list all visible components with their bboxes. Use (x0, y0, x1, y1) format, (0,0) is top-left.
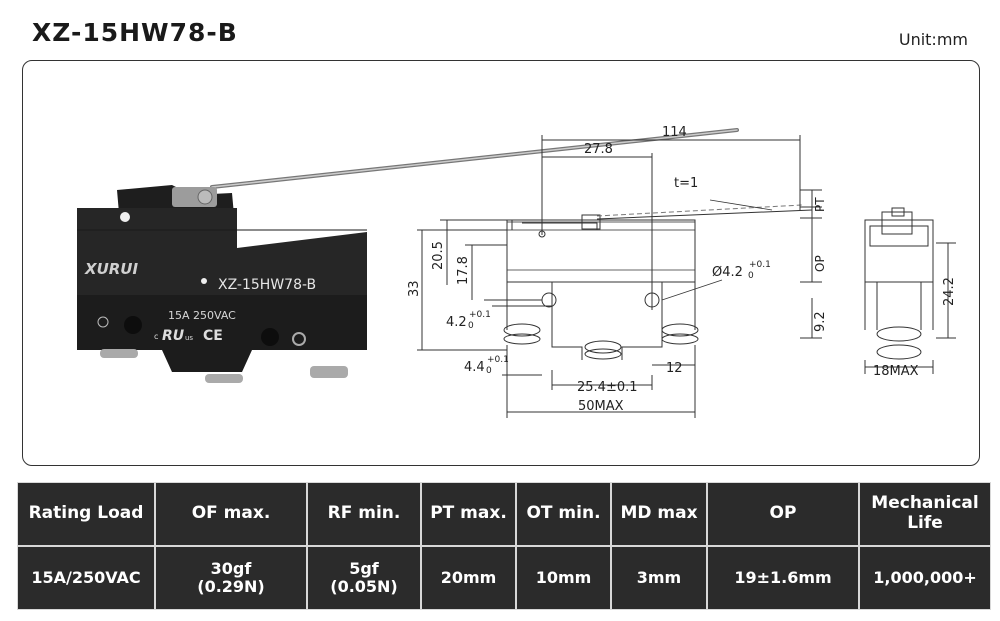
dim-lever-offset: 27.8 (584, 142, 613, 157)
value-of-max: 30gf (0.29N) (155, 546, 307, 610)
value-rating-load: 15A/250VAC (17, 546, 155, 610)
svg-text:us: us (185, 334, 193, 342)
unit-label: Unit:mm (898, 30, 968, 49)
header-md-max: MD max (611, 482, 707, 546)
front-view (417, 135, 822, 418)
dim-total-length: 114 (662, 125, 687, 140)
dim-hole-dia: Ø4.2 (712, 265, 743, 280)
header-pt-max: PT max. (421, 482, 516, 546)
value-md-max: 3mm (611, 546, 707, 610)
svg-text:c: c (154, 332, 158, 341)
header-rf-min: RF min. (307, 482, 421, 546)
dim-hole-bottom-tol: +0.1 (487, 355, 509, 365)
dim-hole-left: 4.2 (446, 315, 467, 330)
dim-side-242: 24.2 (942, 277, 957, 306)
value-pt-max: 20mm (421, 546, 516, 610)
ul-mark-icon: c RU us CE (97, 316, 223, 344)
model-print: XZ-15HW78-B (218, 277, 316, 293)
value-rf-min: 5gf (0.05N) (307, 546, 421, 610)
dim-op: OP (813, 255, 827, 272)
dim-pitch: 25.4±0.1 (577, 380, 638, 395)
dim-hole-bottom: 4.4 (464, 360, 485, 375)
dim-hole-dia-tol: +0.1 (749, 260, 771, 270)
header-of-max: OF max. (155, 482, 307, 546)
header-ot-min: OT min. (516, 482, 611, 546)
dim-hole-left-base: 0 (468, 321, 474, 331)
svg-text:RU: RU (162, 328, 185, 344)
dim-hole-left-tol: +0.1 (469, 310, 491, 320)
dim-thickness: t=1 (674, 176, 698, 191)
spec-table: Rating Load OF max. RF min. PT max. OT m… (17, 482, 991, 610)
dim-side-max: 18MAX (873, 364, 919, 379)
header-op: OP (707, 482, 859, 546)
side-view (864, 207, 956, 374)
rating-print: 15A 250VAC (168, 309, 236, 322)
svg-text:CE: CE (203, 328, 223, 344)
value-ot-min: 10mm (516, 546, 611, 610)
technical-drawing: XURUI XZ-15HW78-B 15A 250VAC c RU us CE (77, 125, 957, 418)
value-mechanical-life: 1,000,000+ (859, 546, 991, 610)
dim-height-205: 20.5 (431, 241, 446, 270)
brand-mark: XURUI (84, 260, 138, 278)
dim-width-max: 50MAX (578, 399, 624, 414)
header-mechanical-life: Mechanical Life (859, 482, 991, 546)
dim-h-92: 9.2 (813, 311, 828, 332)
dim-hole-dia-base: 0 (748, 271, 754, 281)
header-rating-load: Rating Load (17, 482, 155, 546)
dim-height-178: 17.8 (456, 256, 471, 285)
dim-hole-bottom-base: 0 (486, 366, 492, 376)
product-title: XZ-15HW78-B (32, 18, 238, 47)
drawing-frame (22, 60, 980, 466)
dim-pt: PT (813, 197, 827, 212)
dim-height-33: 33 (407, 280, 422, 297)
switch-photo: XURUI XZ-15HW78-B 15A 250VAC c RU us CE (77, 128, 739, 383)
dim-right-12: 12 (666, 361, 683, 376)
value-op: 19±1.6mm (707, 546, 859, 610)
